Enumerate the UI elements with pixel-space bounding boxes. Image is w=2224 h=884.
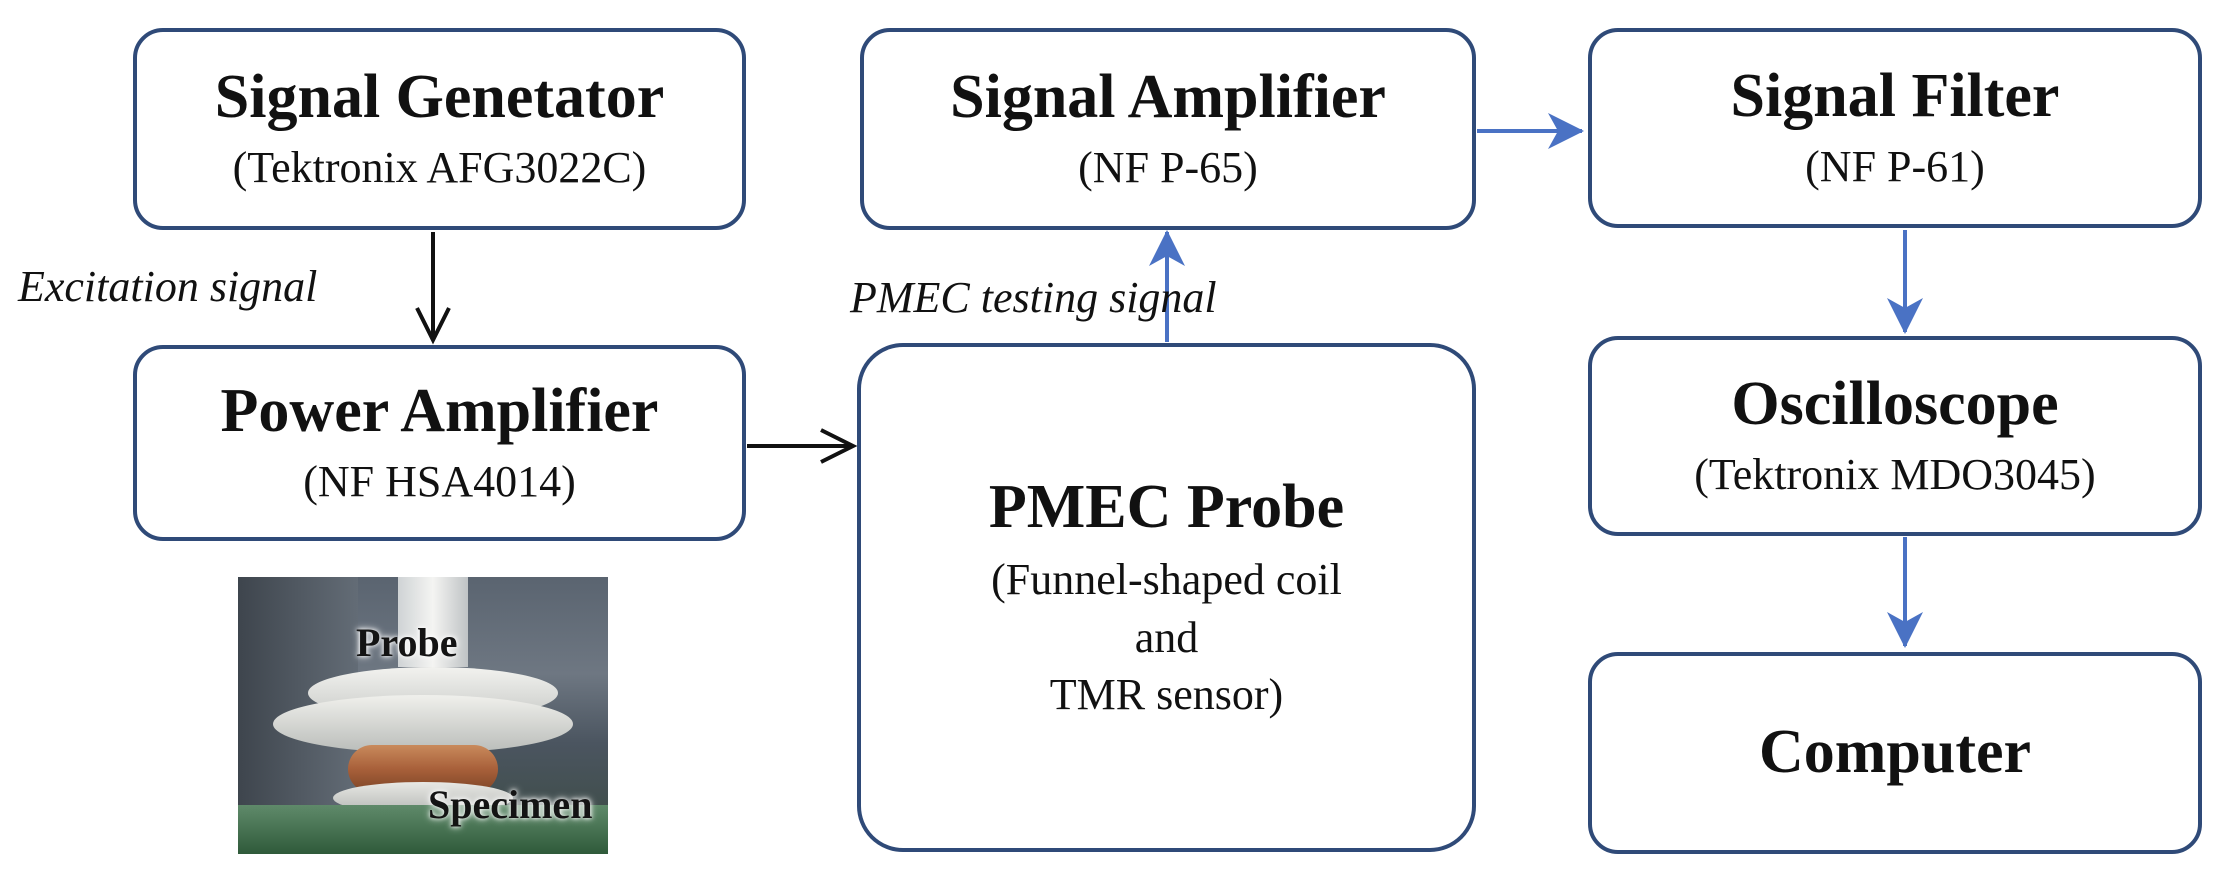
computer-title: Computer: [1758, 718, 2032, 787]
signal-filter-title: Signal Filter: [1730, 61, 2060, 130]
pmec-probe-line-3: TMR sensor): [1049, 669, 1284, 719]
signal-generator-model: (Tektronix AFG3022C): [232, 143, 647, 193]
probe-specimen-photo: Probe Specimen: [238, 577, 608, 854]
photo-probe-disk-lower: [273, 695, 573, 753]
power-amplifier-model: (NF HSA4014): [303, 457, 576, 507]
pmec-testing-signal-label: PMEC testing signal: [850, 273, 1217, 322]
signal-amplifier-model: (NF P-65): [1078, 143, 1258, 193]
photo-probe-rod: [398, 577, 468, 667]
pmec-probe-line-1: (Funnel-shaped coil: [991, 555, 1342, 605]
signal-filter-box: Signal Filter (NF P-61): [1588, 28, 2202, 228]
computer-box: Computer: [1588, 652, 2202, 854]
pmec-probe-box: PMEC Probe (Funnel-shaped coil and TMR s…: [857, 343, 1476, 852]
power-amplifier-box: Power Amplifier (NF HSA4014): [133, 345, 746, 541]
signal-amplifier-title: Signal Amplifier: [950, 62, 1386, 131]
pmec-probe-title: PMEC Probe: [988, 473, 1345, 542]
signal-filter-model: (NF P-61): [1805, 142, 1985, 192]
oscilloscope-model: (Tektronix MDO3045): [1694, 450, 2096, 500]
oscilloscope-title: Oscilloscope: [1731, 369, 2059, 438]
signal-amplifier-box: Signal Amplifier (NF P-65): [860, 28, 1476, 230]
photo-probe-label: Probe: [356, 620, 458, 665]
oscilloscope-box: Oscilloscope (Tektronix MDO3045): [1588, 336, 2202, 536]
signal-generator-title: Signal Genetator: [214, 62, 665, 131]
photo-specimen-label: Specimen: [428, 782, 593, 827]
signal-generator-box: Signal Genetator (Tektronix AFG3022C): [133, 28, 746, 230]
excitation-signal-label: Excitation signal: [18, 262, 318, 311]
power-amplifier-title: Power Amplifier: [220, 376, 659, 445]
photo-specimen-plate: [238, 805, 608, 854]
pmec-probe-line-2: and: [1134, 612, 1199, 662]
